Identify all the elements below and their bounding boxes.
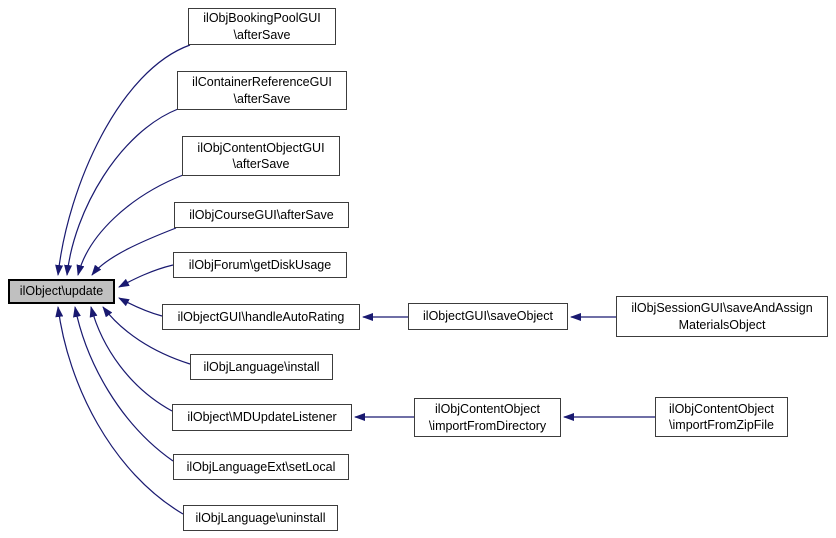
node-ilobjcontentobject-importfromdirectory[interactable]: ilObjContentObject \importFromDirectory bbox=[414, 398, 561, 437]
edge-contentobjgui-update bbox=[76, 174, 184, 276]
node-ilobjectgui-saveobject[interactable]: ilObjectGUI\saveObject bbox=[408, 303, 568, 330]
edge-handleautorating-update bbox=[118, 297, 163, 317]
node-ilcontainerreferencegui-aftersave[interactable]: ilContainerReferenceGUI \afterSave bbox=[177, 71, 347, 110]
node-ilobjbookingpoolgui-aftersave[interactable]: ilObjBookingPoolGUI \afterSave bbox=[188, 8, 336, 45]
edge-setlocal-update bbox=[73, 306, 174, 462]
node-ilobjectgui-handleautorating[interactable]: ilObjectGUI\handleAutoRating bbox=[162, 304, 360, 330]
edge-forum-update bbox=[118, 264, 174, 288]
edge-uninstall-update bbox=[55, 306, 184, 515]
node-ilobjcontentobject-importfromzipfile[interactable]: ilObjContentObject \importFromZipFile bbox=[655, 397, 788, 437]
edge-coursegui-update bbox=[91, 227, 177, 276]
node-ilobjlanguageext-setlocal[interactable]: ilObjLanguageExt\setLocal bbox=[173, 454, 349, 480]
node-ilobject-mdupdatelistener[interactable]: ilObject\MDUpdateListener bbox=[172, 404, 352, 431]
node-ilobject-update: ilObject\update bbox=[8, 279, 115, 304]
node-ilobjlanguage-uninstall[interactable]: ilObjLanguage\uninstall bbox=[183, 505, 338, 531]
node-ilobjcontentobjectgui-aftersave[interactable]: ilObjContentObjectGUI \afterSave bbox=[182, 136, 340, 176]
node-ilobjforum-getdiskusage[interactable]: ilObjForum\getDiskUsage bbox=[173, 252, 347, 278]
edge-containerref-update bbox=[64, 108, 179, 276]
node-ilobjcoursegui-aftersave[interactable]: ilObjCourseGUI\afterSave bbox=[174, 202, 349, 228]
edge-mdupdate-update bbox=[89, 306, 173, 412]
node-ilobjsessiongui-saveandassignmaterialsobject[interactable]: ilObjSessionGUI\saveAndAssign MaterialsO… bbox=[616, 296, 828, 337]
edge-bookingpool-update bbox=[55, 44, 191, 276]
edge-install-update bbox=[102, 306, 191, 365]
node-ilobjlanguage-install[interactable]: ilObjLanguage\install bbox=[190, 354, 333, 380]
